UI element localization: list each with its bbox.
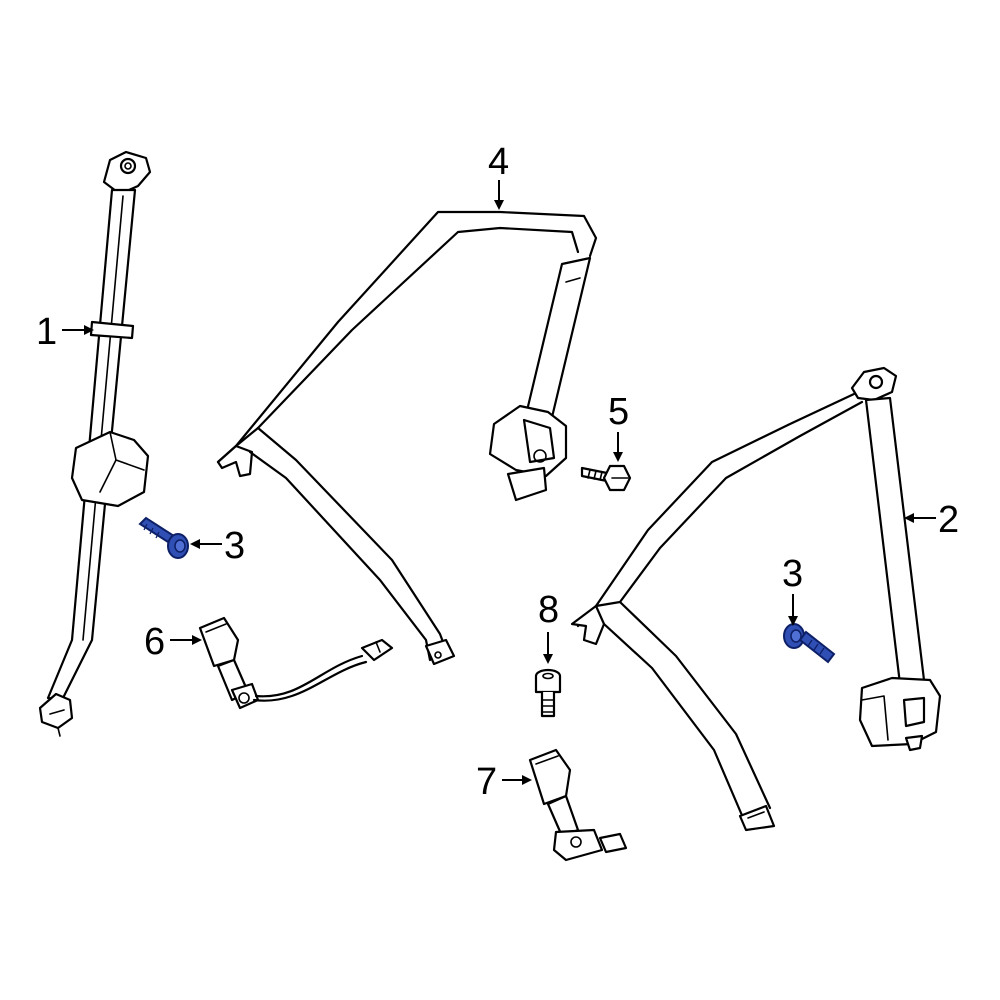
svg-text:3: 3 — [224, 525, 245, 567]
svg-text:2: 2 — [938, 499, 959, 541]
part-4-rear-seat-belt[interactable] — [216, 210, 598, 666]
callout-8: 8 — [538, 589, 559, 664]
part-7-rear-buckle[interactable] — [528, 748, 628, 862]
callout-2: 2 — [904, 499, 959, 541]
svg-text:6: 6 — [144, 621, 165, 663]
callout-3-left: 3 — [190, 525, 245, 567]
callout-4: 4 — [488, 141, 509, 210]
svg-text:8: 8 — [538, 589, 559, 631]
callout-6: 6 — [144, 621, 202, 663]
part-2-front-right-seat-belt[interactable] — [570, 366, 942, 832]
part-1-front-left-seat-belt[interactable] — [38, 150, 152, 737]
part-8-shoulder-bolt[interactable] — [534, 668, 562, 718]
part-3-bolt-left[interactable] — [138, 516, 189, 559]
svg-text:5: 5 — [608, 391, 629, 433]
callout-3-right: 3 — [782, 553, 803, 626]
callout-5: 5 — [608, 391, 629, 462]
svg-text:3: 3 — [782, 553, 803, 595]
svg-text:4: 4 — [488, 141, 509, 183]
part-5-bolt[interactable] — [580, 464, 632, 492]
svg-text:7: 7 — [476, 761, 497, 803]
callout-7: 7 — [476, 761, 532, 803]
part-6-buckle-with-wire[interactable] — [198, 616, 394, 710]
callout-1: 1 — [36, 311, 94, 353]
svg-text:1: 1 — [36, 311, 57, 353]
part-3-bolt-right[interactable] — [783, 623, 836, 664]
